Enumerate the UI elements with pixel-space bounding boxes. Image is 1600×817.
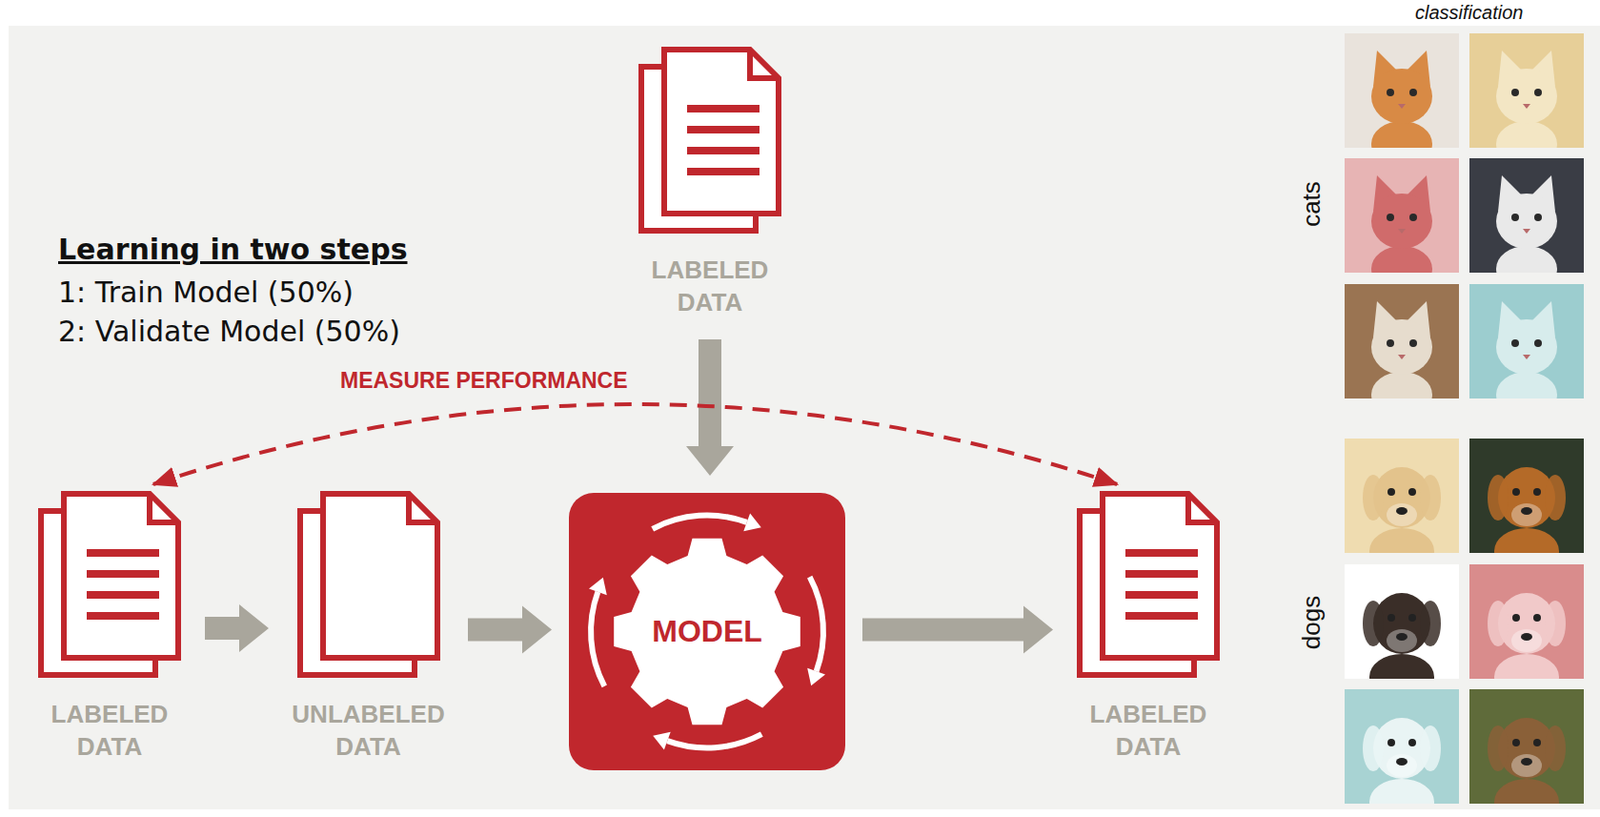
document-icon xyxy=(637,45,783,235)
cat-photo xyxy=(1496,50,1558,167)
data-label: LABELED DATA xyxy=(651,253,770,319)
document-node: LABELED DATA xyxy=(1070,489,1227,767)
front-page xyxy=(323,493,438,658)
front-page xyxy=(664,49,779,214)
flow-arrow xyxy=(862,606,1054,654)
text-line xyxy=(687,167,760,176)
dog-photo xyxy=(1362,466,1441,574)
model-box: MODEL xyxy=(568,492,846,770)
flow-arrow xyxy=(204,604,269,652)
text-line xyxy=(687,104,760,113)
cat-photo xyxy=(1496,175,1558,292)
note-heading: Learning in two steps xyxy=(58,232,408,266)
cycle-arc xyxy=(810,576,824,671)
front-page xyxy=(1102,493,1217,658)
edge-label: MEASURE PERFORMANCE xyxy=(336,367,632,394)
page-fold xyxy=(408,493,438,523)
cycle-arc xyxy=(590,591,605,687)
dog-photo xyxy=(1487,592,1566,700)
dog-photo xyxy=(1362,592,1441,700)
cat-photo xyxy=(1371,175,1433,292)
group-label: dogs xyxy=(1296,595,1327,649)
flow-arrow xyxy=(467,606,552,654)
cycle-arc xyxy=(652,515,748,529)
document-icon xyxy=(37,489,183,679)
document-node: UNLABELED DATA xyxy=(285,489,451,767)
text-line xyxy=(1125,590,1198,599)
group-label: cats xyxy=(1296,181,1327,227)
document-icon xyxy=(1075,489,1221,679)
data-label: LABELED DATA xyxy=(51,697,169,763)
cat-photo xyxy=(1371,301,1433,418)
model-label: MODEL xyxy=(651,613,763,649)
cycle-arrowhead xyxy=(652,731,671,750)
cycle-arrowhead xyxy=(743,513,762,532)
note-line: 1: Train Model (50%) xyxy=(58,275,354,309)
text-line xyxy=(86,569,160,578)
text-line xyxy=(1125,611,1198,620)
cycle-arrowhead xyxy=(588,577,608,596)
document-icon xyxy=(296,489,442,679)
cycle-arrowhead xyxy=(807,668,826,687)
text-line xyxy=(1125,569,1198,578)
text-line xyxy=(86,611,160,620)
text-line xyxy=(86,590,160,599)
text-line xyxy=(687,146,760,155)
text-line xyxy=(1125,548,1198,557)
page-fold xyxy=(149,493,179,523)
cat-photo xyxy=(1496,301,1558,418)
text-line xyxy=(687,125,760,134)
data-label: LABELED DATA xyxy=(1090,697,1208,763)
page-fold xyxy=(1188,493,1217,523)
gear xyxy=(613,538,801,726)
note-line: 2: Validate Model (50%) xyxy=(58,314,401,348)
document-node: LABELED DATA xyxy=(631,45,789,323)
dog-photo xyxy=(1362,717,1441,817)
cycle-arc xyxy=(667,733,762,748)
dog-photo xyxy=(1487,717,1566,817)
dog-photo xyxy=(1487,466,1566,574)
cat-photo xyxy=(1371,50,1433,167)
section-heading: classification xyxy=(1415,1,1523,24)
document-node: LABELED DATA xyxy=(31,489,188,767)
data-label: UNLABELED DATA xyxy=(291,697,445,763)
front-page xyxy=(63,493,179,658)
page-fold xyxy=(749,49,779,79)
measure-arrow xyxy=(153,404,1117,485)
text-line xyxy=(86,548,160,557)
